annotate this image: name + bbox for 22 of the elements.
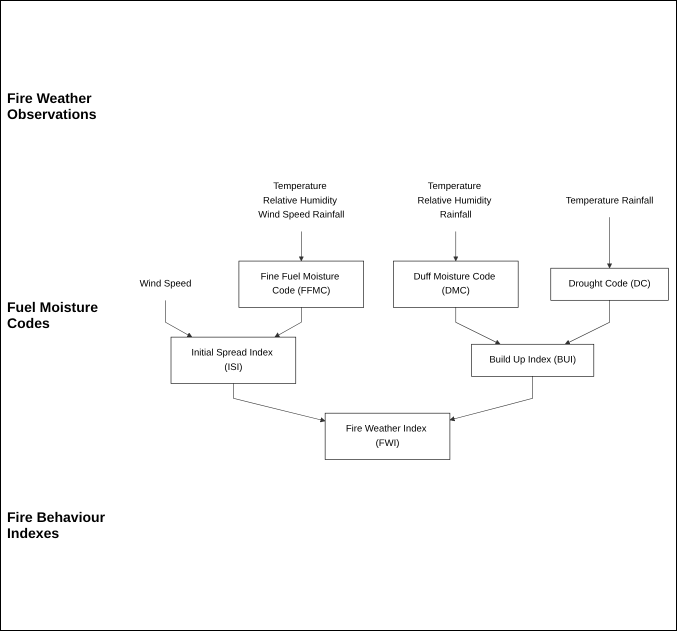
arrow [564,300,610,345]
arrow [298,231,304,262]
arrow [274,307,302,338]
arrow [455,307,500,345]
node-box: Drought Code (DC) [550,268,669,301]
node-box: Fire Weather Index (FWI) [324,413,450,460]
arrow [606,217,612,269]
node-text: Temperature Rainfall [566,196,654,206]
arrow [453,231,458,262]
node-box: Fine Fuel Moisture Code (FFMC) [238,261,364,308]
node-box: Initial Spread Index (ISI) [170,337,296,384]
arrow [165,300,192,338]
arrow [450,376,533,422]
node-box: Duff Moisture Code (DMC) [393,261,518,308]
section-label: Fire Weather Observations [7,90,98,122]
node-text: Temperature Relative Humidity Wind Speed Rainfall [258,182,344,220]
node-text: Temperature Relative Humidity Rainfall [417,182,492,220]
section-label: Fuel Moisture Codes [7,299,100,332]
node-box: Build Up Index (BUI) [471,344,594,377]
section-label: Fire Behaviour Indexes [7,509,106,542]
arrow [233,384,326,423]
node-text: Wind Speed [140,279,192,290]
